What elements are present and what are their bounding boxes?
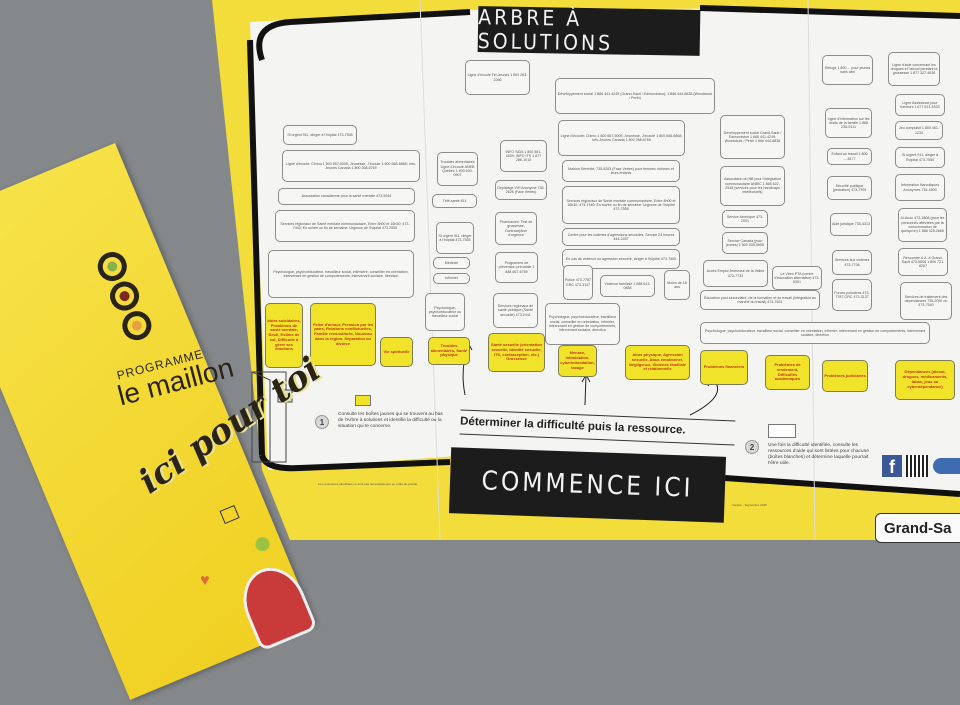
resource-box: Ligne d'aide concernant les drogues et l… [888,52,940,86]
resource-box: Ligne d'écoute Tel-Jeunes 1 800 263-2266 [465,60,530,95]
difficulty-box: Dépendances (alcool, drogues, médicament… [895,360,955,400]
resource-box: Police 473-7787 GRC 473-3137 [563,265,593,300]
footnote-left: Les ressources identifiées ne sont pas n… [318,482,419,486]
resource-box: En cas de violence ou agression sexuelle… [562,249,680,269]
title-banner: ARBRE À SOLUTIONS [478,5,701,56]
resource-box: Psychologue, psychoéducateur, travailleu… [268,250,414,298]
resource-box: Si urgent 911, diriger à l'hôpital 473-7… [895,147,945,168]
resource-box: Association canadienne pour la santé men… [278,188,415,205]
resource-box: Maison Sérénité: 735-8283 (Face Vertes) … [562,160,680,182]
resource-box: Aide juridique 735-4313 [830,213,872,236]
resource-box: Services régionaux de Santé mentale comm… [275,210,415,242]
start-banner: COMMENCE ICI [448,447,727,523]
region-tab: Grand-Sa [875,513,960,543]
resource-box: Violence familiale 1 888 613-0888 [600,275,655,297]
book-icon [219,504,240,525]
step-2-number: 2 [745,440,759,454]
difficulty-box: Peine d'amour, Pression par les pairs, R… [310,303,376,366]
le-maillon-pamphlet: PROGRAMME le maillon ici pour toi ♥ [0,143,328,700]
resource-box: Services aux victimes 473-7706 [832,250,872,275]
resource-box: Dépistage VIH Anonyme 735-2626 (Face Ver… [495,180,547,200]
step-2-text: Une fois la difficulté identifiée, consu… [768,443,869,466]
yellow-legend-swatch [355,395,371,406]
sneakers-image [232,558,319,652]
difficulty-box: Abus physique, Agression sexuelle, Abus … [625,345,690,380]
resource-box: Psychologue, psychoéducateur, travailleu… [700,322,930,344]
resource-box: Psychologue, psychoéducateur ou travaill… [425,293,465,331]
resource-box: Services régionaux de Santé mentale comm… [562,186,680,224]
heart-icon: ♥ [200,572,210,590]
resource-box: Service Canada (pour jeunes) 1 800 935-5… [722,232,768,254]
difficulty-box: Problèmes financiers [700,350,748,385]
resource-box: Association du NB pour l'intégration com… [720,166,785,206]
difficulty-box: Problèmes de rendement, Difficultés acad… [765,355,810,390]
resource-box: Psychologue, psychoéducateur, travailleu… [545,303,620,345]
resource-box: Services régionaux de santé publique (Sa… [493,293,538,328]
resource-box: Médecin [433,257,470,269]
resource-box: Services de traitement des dépendances 7… [900,282,952,320]
resource-box: Accès Emploi Jeunesse de la Vallée 473-7… [703,260,768,287]
resource-box: Le Vireo PTA (centre d'éducation alterna… [772,266,822,290]
resource-box: Développement social 1 866 441-4249 (Gra… [555,78,715,114]
qr-code-icon [906,455,928,477]
resource-box: Forces policières 473-7787 GRC 473-3137 [832,279,872,311]
difficulty-box: Problèmes judiciaires [822,360,868,392]
resource-box: Ligne Assistance pour fumeurs 1 877 513-… [895,94,945,116]
footnote-right: Version - Septembre 2015 [732,503,767,507]
difficulty-box: Santé sexuelle (orientation sexuelle, id… [488,333,545,372]
resource-box: Éducation post-secondaire, de la formati… [700,290,820,310]
resource-box: Information Narcotiques Anonymes 735-450… [895,174,945,201]
resource-box: Télé-santé 811 [432,194,477,208]
resource-box: Ligne d'écoute: Chimo 1 800 667-5005; Je… [282,150,420,182]
resource-box: Jeu compulsif 1 800 461-1234 [895,121,943,140]
resource-box: Troubles alimentaires Ligne d'écoute ANE… [437,152,478,186]
resource-box: Si urgent 911, diriger à l'hôpital 473-7… [436,222,474,254]
resource-box: Al-Anon 473-3808 (pour les personnes aff… [898,208,947,242]
difficulty-box: Idées suicidaires, Problèmes de santé me… [265,303,303,368]
facebook-icon[interactable]: f [882,455,902,477]
resource-box: Moins de 18 ans [664,270,690,300]
step-1-text: Consulte les boîtes jaunes qui se trouve… [338,412,443,429]
resource-box: Ligne d'information sur les droits de la… [825,108,872,138]
resource-box: Infirmier [433,273,470,284]
resource-box: Programme de prévention prénatale 1 888 … [495,252,538,283]
resource-box: Centre pour les victimes d'agressions se… [562,228,680,246]
resource-box: Refuge 1 800 ... pour jeunes sans abri [822,55,873,85]
step-1-number: 1 [315,415,329,429]
le-maillon-logo-icon [97,252,152,341]
resource-box: Pharmacien: Test de grossesse, Contracep… [495,212,537,245]
resource-box: Enfant au travail 1 800 ...-8177 [827,148,872,165]
resource-box: Service Amérique 473-2001 [722,210,768,228]
resource-box: INFO SIDA 1 800 561-4009; INFO ITS 1 877… [500,140,547,172]
white-legend-swatch [768,424,796,438]
resource-box: Développement social Grand-Sault / Edmun… [720,115,785,159]
door-illustration [251,371,293,463]
difficulty-box: Troubles alimentaires, Santé physique [428,337,470,365]
resource-box: Si urgent 911, diriger à l'hôpital 473-7… [283,125,357,145]
partner-logo-icon [933,458,960,474]
difficulty-box: Menace, intimidation, cyberintimidation,… [558,345,597,377]
apple-icon [253,534,272,554]
resource-box: Sécurité publique (probation) 473-7709 [827,176,872,200]
resource-box: Ligne d'écoute: Chimo 1 800 667-5005; Je… [558,120,685,156]
difficulty-box: Vie spirituelle [380,337,413,367]
resource-box: Rencontre A.A. à Grand-Sault 473-5808 1 … [898,248,948,276]
